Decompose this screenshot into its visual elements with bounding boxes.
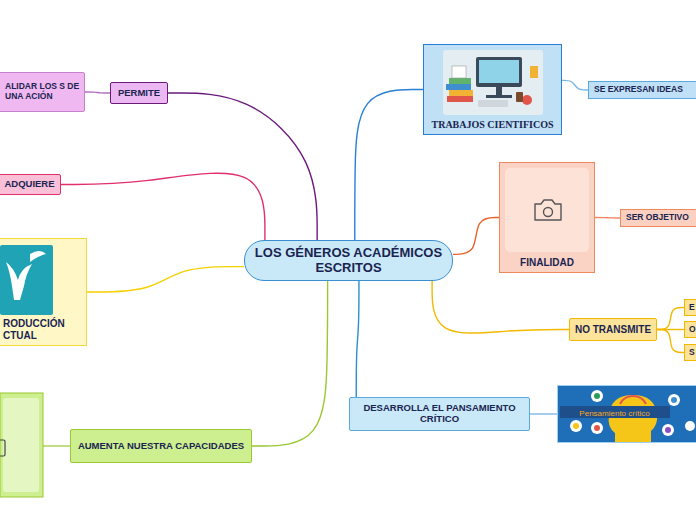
branch-connector (85, 92, 110, 93)
subtopic-box: ALIDAR LOS S DE UNA ACIÓN (0, 72, 85, 112)
camera-picture (499, 162, 595, 273)
branch-connector (252, 281, 328, 446)
topic-box: AUMENTA NUESTRA CAPACIDADES (70, 429, 252, 463)
branch-connector (453, 218, 499, 255)
node-label: ADQUIERE (3, 179, 56, 190)
branch-connector (168, 93, 317, 240)
topic-box: ADQUIERE (0, 174, 61, 195)
node-label: SER OBJETIVO (626, 213, 695, 223)
branch-connector (595, 217, 620, 219)
subtopic-box: E (684, 299, 696, 316)
branch-connector (87, 267, 244, 292)
node-label: AUMENTA NUESTRA CAPACIDADES (75, 441, 247, 452)
node-label: E (689, 303, 695, 313)
subtopic-box: SE EXPRESAN IDEAS (588, 81, 696, 99)
subtopic-box: SER OBJETIVO (620, 209, 696, 227)
branch-connector (657, 308, 684, 330)
branch-connector (530, 413, 557, 414)
node-label: Pensamiento crítico (562, 409, 667, 418)
node-label: SE EXPRESAN IDEAS (594, 85, 695, 95)
topic-box: PERMITE (110, 82, 168, 104)
node-label: NO TRANSMITE (574, 324, 652, 336)
branch-connector (61, 173, 265, 240)
branch-connector (356, 281, 359, 397)
topic-box: NO TRANSMITE (569, 318, 657, 341)
node-label: TRABAJOS CIENTIFICOS (428, 119, 557, 131)
node-label: LOS GÉNEROS ACADÉMICOS ESCRITOS (249, 246, 448, 276)
critical-thinking-picture (557, 385, 696, 443)
node-label: DESARROLLA EL PANSAMIENTO CRÍTICO (354, 403, 525, 425)
branch-connector (355, 90, 423, 241)
image-topic: FINALIDAD (499, 162, 595, 273)
central-topic: LOS GÉNEROS ACADÉMICOS ESCRITOS (244, 240, 453, 281)
subtopic-box: O (684, 321, 696, 338)
idea-picture (0, 238, 87, 346)
science-picture (423, 44, 562, 135)
node-label: O (689, 325, 695, 335)
node-label: RODUCCIÓN CTUAL (3, 318, 82, 341)
capacity-picture (0, 393, 70, 497)
branch-connector (657, 330, 684, 353)
node-label: S (689, 348, 695, 358)
node-label: FINALIDAD (504, 257, 590, 269)
branch-connector (562, 80, 588, 90)
branch-connector (432, 281, 569, 333)
subtopic-box: S (684, 344, 696, 361)
topic-box: DESARROLLA EL PANSAMIENTO CRÍTICO (349, 397, 530, 431)
node-label: ALIDAR LOS S DE UNA ACIÓN (5, 82, 80, 102)
image-topic: RODUCCIÓN CTUAL (0, 238, 87, 346)
node-label: PERMITE (115, 88, 163, 99)
image-topic: Pensamiento crítico (557, 385, 696, 443)
image-topic: TRABAJOS CIENTIFICOS (423, 44, 562, 135)
